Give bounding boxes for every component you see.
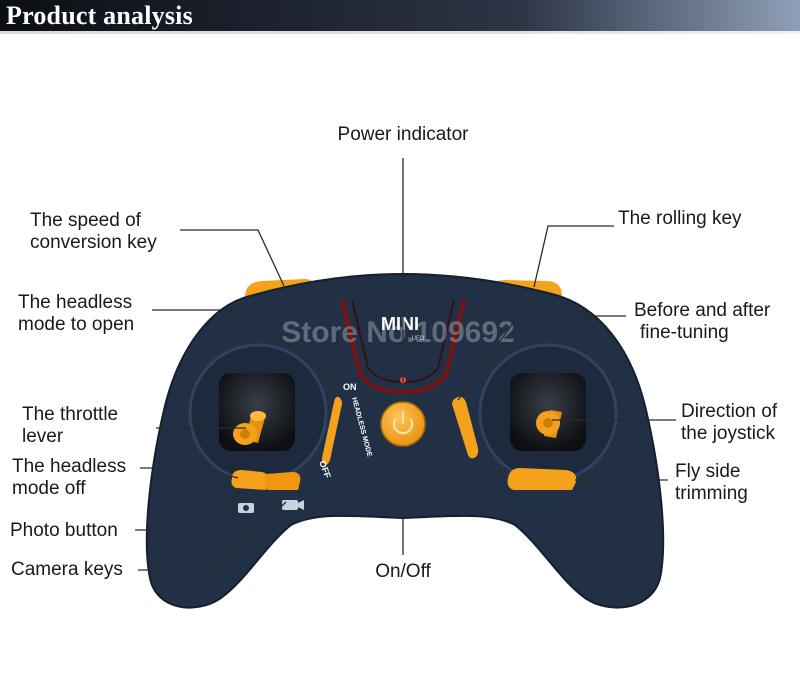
page-title: Product analysis bbox=[6, 1, 193, 30]
label-photo-button: Photo button bbox=[10, 520, 118, 541]
on-off-button[interactable] bbox=[380, 401, 426, 447]
direction-joystick[interactable] bbox=[536, 410, 562, 438]
camera-icon bbox=[238, 503, 254, 513]
header-bar: Product analysis bbox=[0, 0, 800, 34]
fine-tuning-trim[interactable] bbox=[452, 396, 479, 459]
logo-subtext: UFO bbox=[412, 336, 425, 342]
label-camera-keys: Camera keys bbox=[11, 559, 123, 580]
video-button[interactable] bbox=[264, 472, 301, 490]
label-rolling-key: The rolling key bbox=[618, 208, 742, 229]
power-indicator-light bbox=[340, 299, 466, 395]
callout-lines bbox=[135, 158, 676, 571]
watermark: Store No.109692 bbox=[281, 316, 514, 349]
logo-text: MINI bbox=[381, 314, 419, 334]
photo-button[interactable] bbox=[231, 470, 269, 490]
switch-on-label: ON bbox=[343, 382, 357, 392]
headless-mode-switch[interactable] bbox=[322, 396, 342, 465]
fly-side-trim[interactable] bbox=[507, 468, 577, 490]
label-on-off: On/Off bbox=[375, 561, 431, 582]
label-power-indicator: Power indicator bbox=[337, 124, 469, 145]
